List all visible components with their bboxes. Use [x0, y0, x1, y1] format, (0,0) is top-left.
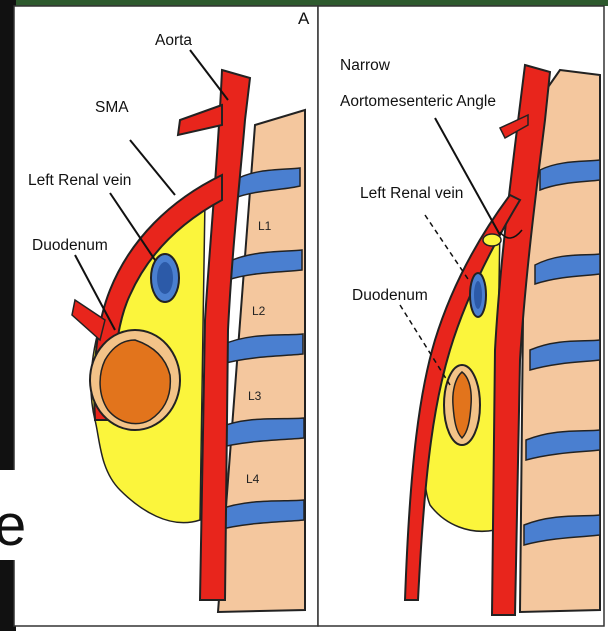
panel-letter: A: [298, 9, 310, 28]
label-narrow: Narrow: [340, 57, 391, 74]
label-duodenum-right: Duodenum: [352, 287, 428, 304]
label-aortomesenteric-angle: Aortomesenteric Angle: [340, 93, 496, 110]
label-duodenum-left: Duodenum: [32, 237, 108, 254]
label-left-renal-vein-right: Left Renal vein: [360, 185, 463, 202]
vertebra-label: L4: [246, 472, 260, 486]
right-renal-vein-lumen: [474, 281, 482, 309]
left-renal-vein-lumen: [157, 262, 173, 294]
vertebra-label: L1: [258, 219, 272, 233]
vertebra-label: L2: [252, 304, 266, 318]
label-left-renal-vein-left: Left Renal vein: [28, 172, 131, 189]
slide-header-band: [0, 0, 608, 6]
vertebra-label: L3: [248, 389, 262, 403]
label-sma-left: SMA: [95, 99, 129, 116]
slide-text-fragment: e: [0, 493, 26, 558]
right-angle-vessel: [483, 234, 501, 246]
label-aorta-left: Aorta: [155, 32, 192, 49]
